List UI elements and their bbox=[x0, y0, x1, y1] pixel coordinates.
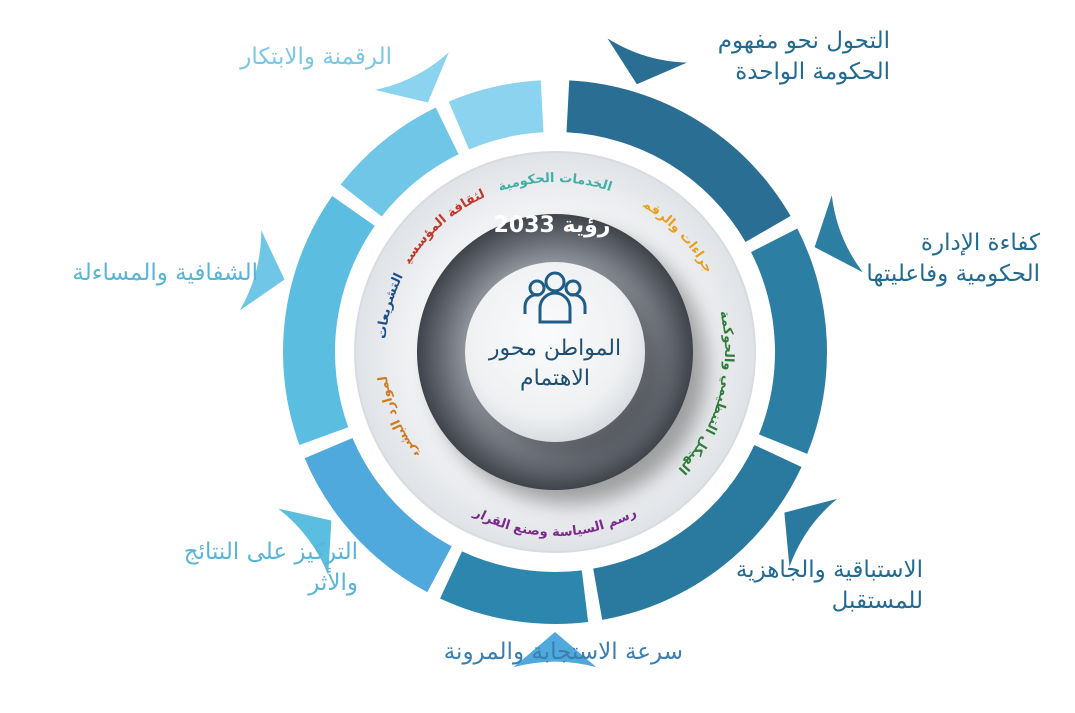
vision-label: رؤية 2033 bbox=[494, 213, 611, 238]
ring-segment-3 bbox=[593, 444, 802, 620]
ring-arrow-7 bbox=[374, 52, 449, 103]
outer-ring bbox=[282, 80, 827, 624]
outer-label-line1: كفاءة الإدارة bbox=[920, 230, 1040, 256]
outer-label-line2: للمستقبل bbox=[831, 588, 923, 614]
people-group-icon bbox=[523, 271, 587, 324]
outer-label-line2: الحكومية وفاعليتها bbox=[866, 261, 1040, 287]
outer-label-7: الرقمنة والابتكار bbox=[240, 42, 392, 73]
outer-label-line1: الشفافية والمساءلة bbox=[72, 260, 258, 286]
outer-label-1: التحول نحو مفهوم الحكومة الواحدة bbox=[718, 26, 890, 88]
center-title-line1: المواطن محور bbox=[488, 336, 621, 361]
outer-label-5: التركيز على النتائج والأثر bbox=[184, 537, 358, 599]
outer-label-line1: الرقمنة والابتكار bbox=[240, 44, 392, 70]
ring-segment-6 bbox=[282, 195, 375, 446]
ring-arrow-6 bbox=[239, 230, 285, 311]
ring-segment-1 bbox=[566, 80, 791, 242]
outer-label-line1: التركيز على النتائج bbox=[183, 539, 358, 565]
outer-arrows bbox=[239, 38, 863, 668]
ring-segment-7 bbox=[340, 107, 459, 217]
outer-label-2: كفاءة الإدارة الحكومية وفاعليتها bbox=[866, 228, 1040, 290]
ring-arrow-3 bbox=[784, 498, 838, 567]
ring-segment-2 bbox=[751, 228, 827, 454]
ring-arrow-5 bbox=[278, 508, 332, 575]
ring-arrow-2 bbox=[814, 195, 863, 273]
ring-segment-8 bbox=[448, 80, 544, 150]
outer-label-6: الشفافية والمساءلة bbox=[72, 258, 258, 289]
outer-label-3: الاستباقية والجاهزية للمستقبل bbox=[736, 555, 923, 617]
outer-label-line2: والأثر bbox=[308, 570, 358, 596]
outer-label-line1: التحول نحو مفهوم bbox=[717, 28, 890, 54]
ring-segment-5 bbox=[304, 437, 452, 593]
ring-arrow-4 bbox=[513, 632, 597, 668]
outer-label-line1: الاستباقية والجاهزية bbox=[735, 557, 923, 583]
outer-label-line2: الحكومة الواحدة bbox=[735, 59, 890, 85]
ring-arrow-1 bbox=[607, 38, 687, 85]
outer-label-4: سرعة الاستجابة والمرونة bbox=[444, 637, 683, 668]
center-title-line2: الاهتمام bbox=[520, 366, 590, 391]
center-disc bbox=[465, 262, 645, 442]
ring-segment-4 bbox=[440, 551, 589, 624]
outer-label-line1: سرعة الاستجابة والمرونة bbox=[443, 639, 683, 665]
